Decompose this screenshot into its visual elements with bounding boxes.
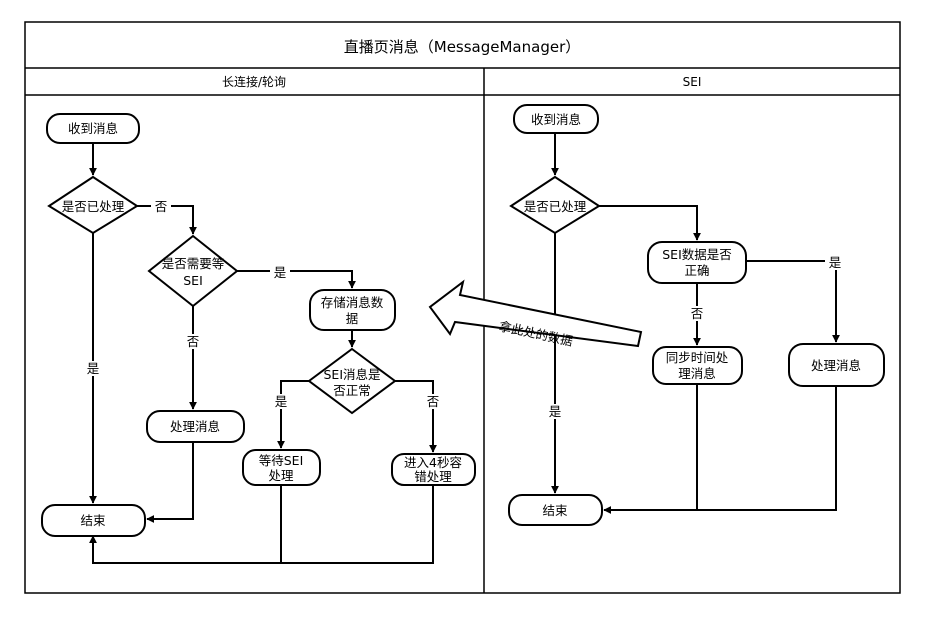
swimlane-frame	[24, 21, 901, 594]
right-receive-node[interactable]: 收到消息	[513, 104, 599, 134]
left-label-no-1: 否	[155, 199, 168, 214]
right-sei-label-1: SEI数据是否	[662, 247, 732, 262]
left-sei-ok-decision[interactable]: SEI消息是 否正常	[307, 347, 397, 415]
left-label-yes-3: 是	[275, 394, 288, 409]
right-label-yes-2: 是	[829, 255, 842, 270]
left-handle-node[interactable]: 处理消息	[146, 410, 245, 443]
left-receive-label: 收到消息	[68, 121, 118, 136]
lane-header-long-connection: 长连接/轮询	[222, 74, 286, 89]
left-label-no-2: 否	[187, 334, 200, 349]
left-wait-sei-label-2: 处理	[268, 468, 294, 483]
left-processed-label: 是否已处理	[62, 199, 125, 214]
left-wait-sei-node[interactable]: 等待SEI 处理	[242, 449, 321, 486]
left-label-yes-1: 是	[87, 361, 100, 376]
left-end-node[interactable]: 结束	[41, 504, 146, 537]
left-receive-node[interactable]: 收到消息	[46, 113, 140, 144]
right-end-node[interactable]: 结束	[508, 494, 603, 526]
right-sync-node[interactable]: 同步时间处 理消息	[652, 346, 743, 385]
left-end-label: 结束	[80, 513, 106, 528]
right-sei-label-2: 正确	[684, 263, 709, 278]
left-sei-ok-label-2: 否正常	[333, 383, 371, 398]
right-handle-label: 处理消息	[811, 358, 861, 373]
left-need-sei-label-2: SEI	[183, 273, 203, 288]
left-fallback-label-1: 进入4秒容	[404, 455, 462, 470]
right-label-yes-1: 是	[549, 404, 562, 419]
left-fallback-node[interactable]: 进入4秒容 错处理	[391, 453, 476, 486]
left-need-sei-label-1: 是否需要等	[162, 256, 225, 271]
left-processed-decision[interactable]: 是否已处理	[47, 175, 139, 235]
left-store-label-1: 存储消息数	[321, 295, 384, 310]
right-edge-labels: 是 否 是	[545, 255, 845, 419]
left-wait-sei-label-1: 等待SEI	[259, 453, 304, 468]
right-end-label: 结束	[542, 503, 568, 518]
right-label-no-1: 否	[691, 306, 704, 321]
right-handle-node[interactable]: 处理消息	[788, 343, 885, 387]
left-label-yes-2: 是	[274, 265, 287, 280]
diagram-title: 直播页消息（MessageManager）	[344, 38, 581, 56]
left-handle-label: 处理消息	[170, 419, 220, 434]
left-edge-labels: 否 是 是 否 是 否	[83, 199, 443, 409]
left-sei-ok-label-1: SEI消息是	[323, 367, 381, 382]
left-connectors	[89, 143, 437, 564]
right-sei-decision-node[interactable]: SEI数据是否 正确	[647, 241, 747, 284]
left-label-no-3: 否	[427, 394, 440, 409]
right-sync-label-1: 同步时间处	[666, 350, 729, 365]
cross-lane-arrow: 拿此处的数据	[428, 279, 643, 349]
left-need-sei-decision[interactable]: 是否需要等 SEI	[147, 234, 239, 308]
right-receive-label: 收到消息	[531, 112, 581, 127]
left-fallback-label-2: 错处理	[414, 469, 452, 484]
left-store-node[interactable]: 存储消息数 据	[309, 289, 396, 331]
right-connectors	[551, 133, 840, 514]
right-processed-decision[interactable]: 是否已处理	[509, 175, 601, 235]
right-sync-label-2: 理消息	[678, 366, 716, 381]
lane-header-sei: SEI	[683, 75, 702, 89]
right-processed-label: 是否已处理	[524, 199, 587, 214]
left-store-label-2: 据	[346, 311, 359, 326]
